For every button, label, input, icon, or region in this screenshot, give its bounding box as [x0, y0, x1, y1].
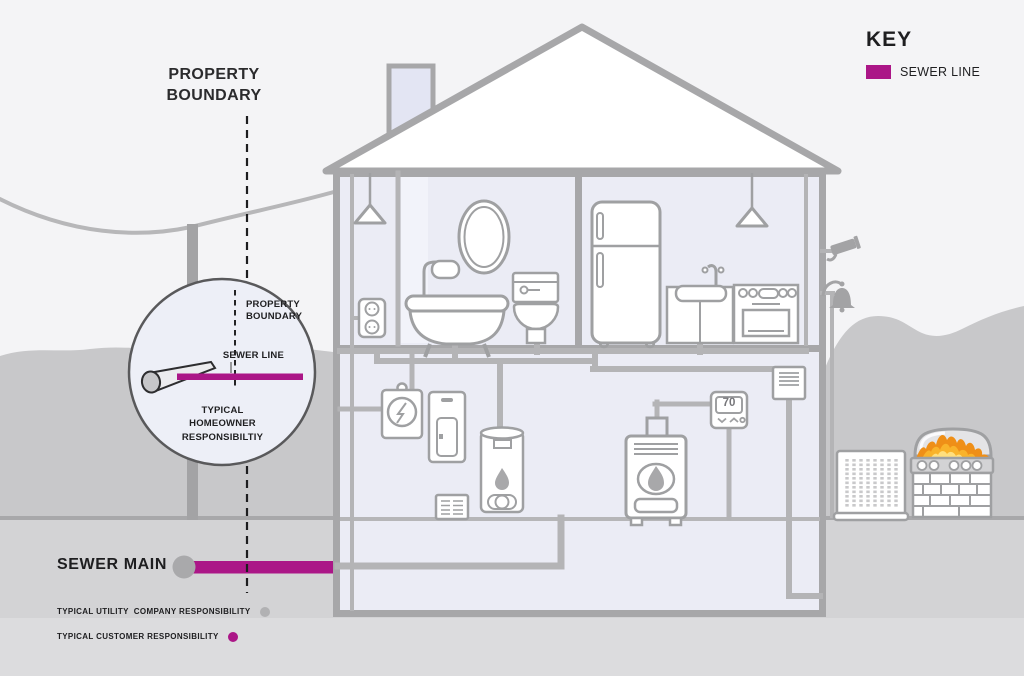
sewer-lateral-pipe — [334, 514, 565, 570]
faucet-icon — [707, 264, 718, 287]
shower-head-icon — [430, 259, 461, 280]
flame-icon — [495, 468, 509, 490]
wall-outlet — [357, 297, 387, 339]
grill — [909, 427, 995, 519]
power-lines — [0, 189, 338, 235]
furnace — [624, 416, 688, 527]
thermostat — [709, 390, 749, 430]
breaker-panel — [427, 390, 467, 464]
grill-brick-base — [911, 471, 993, 519]
pipe-network — [334, 170, 836, 611]
furnace-flame-icon — [648, 466, 664, 491]
bottom-band — [0, 618, 1024, 676]
floor-vent — [434, 493, 470, 521]
legend-row-utility: TYPICAL UTILITY COMPANY RESPONSIBILITY — [57, 606, 270, 617]
thermostat-reading: 70 — [722, 397, 736, 409]
stove — [732, 283, 800, 345]
key-panel: KEY SEWER LINE — [866, 28, 980, 79]
sewer-line-key-label: SEWER LINE — [900, 65, 981, 79]
shower-arm — [422, 260, 437, 297]
kitchen-sink — [665, 264, 735, 345]
key-title: KEY — [866, 28, 913, 51]
inset-sewer-line-label: SEWER LINE — [222, 350, 284, 361]
sewer-main-label: SEWER MAIN — [57, 556, 167, 573]
utility-responsibility-label: TYPICAL UTILITY COMPANY RESPONSIBILITY — [57, 607, 251, 616]
sewer-line-swatch — [866, 65, 891, 79]
customer-responsibility-label: TYPICAL CUSTOMER RESPONSIBILITY — [57, 632, 219, 641]
customer-dot — [227, 631, 238, 642]
grill-burner-tray — [909, 456, 995, 475]
inset-homeowner-label: TYPICAL HOMEOWNER RESPONSIBILTIY — [181, 405, 264, 443]
inset-magnifier — [127, 277, 317, 467]
pendant-light-bathroom — [353, 173, 387, 225]
security-camera-icon — [826, 235, 861, 262]
outdoor-lamp-icon — [821, 280, 855, 313]
sewer-main-endpoint — [172, 555, 196, 579]
oven-door — [741, 308, 791, 338]
responsibility-legend: TYPICAL UTILITY COMPANY RESPONSIBILITY T… — [57, 606, 270, 656]
inset-sewer-line — [177, 373, 303, 380]
sewer-main-line — [172, 555, 338, 579]
thermostat-mode-button — [739, 416, 746, 424]
oval-mirror — [457, 199, 511, 275]
thermostat-down-button — [717, 417, 727, 424]
property-boundary-label: PROPERTY BOUNDARY — [166, 66, 262, 105]
bathtub — [404, 259, 510, 358]
electric-meter — [380, 382, 424, 440]
legend-row-customer: TYPICAL CUSTOMER RESPONSIBILITY — [57, 631, 270, 642]
inset-property-boundary-label: PROPERTY BOUNDARY — [246, 299, 303, 323]
wall-vent — [771, 365, 807, 401]
lightning-icon — [396, 402, 407, 424]
utility-dot — [259, 606, 270, 617]
key-item-row: SEWER LINE — [866, 65, 980, 79]
water-heater — [479, 426, 525, 514]
refrigerator — [590, 200, 662, 349]
pendant-light-kitchen — [735, 173, 769, 228]
thermostat-up-button — [729, 417, 739, 423]
ac-unit — [832, 449, 910, 522]
toilet — [511, 271, 560, 345]
